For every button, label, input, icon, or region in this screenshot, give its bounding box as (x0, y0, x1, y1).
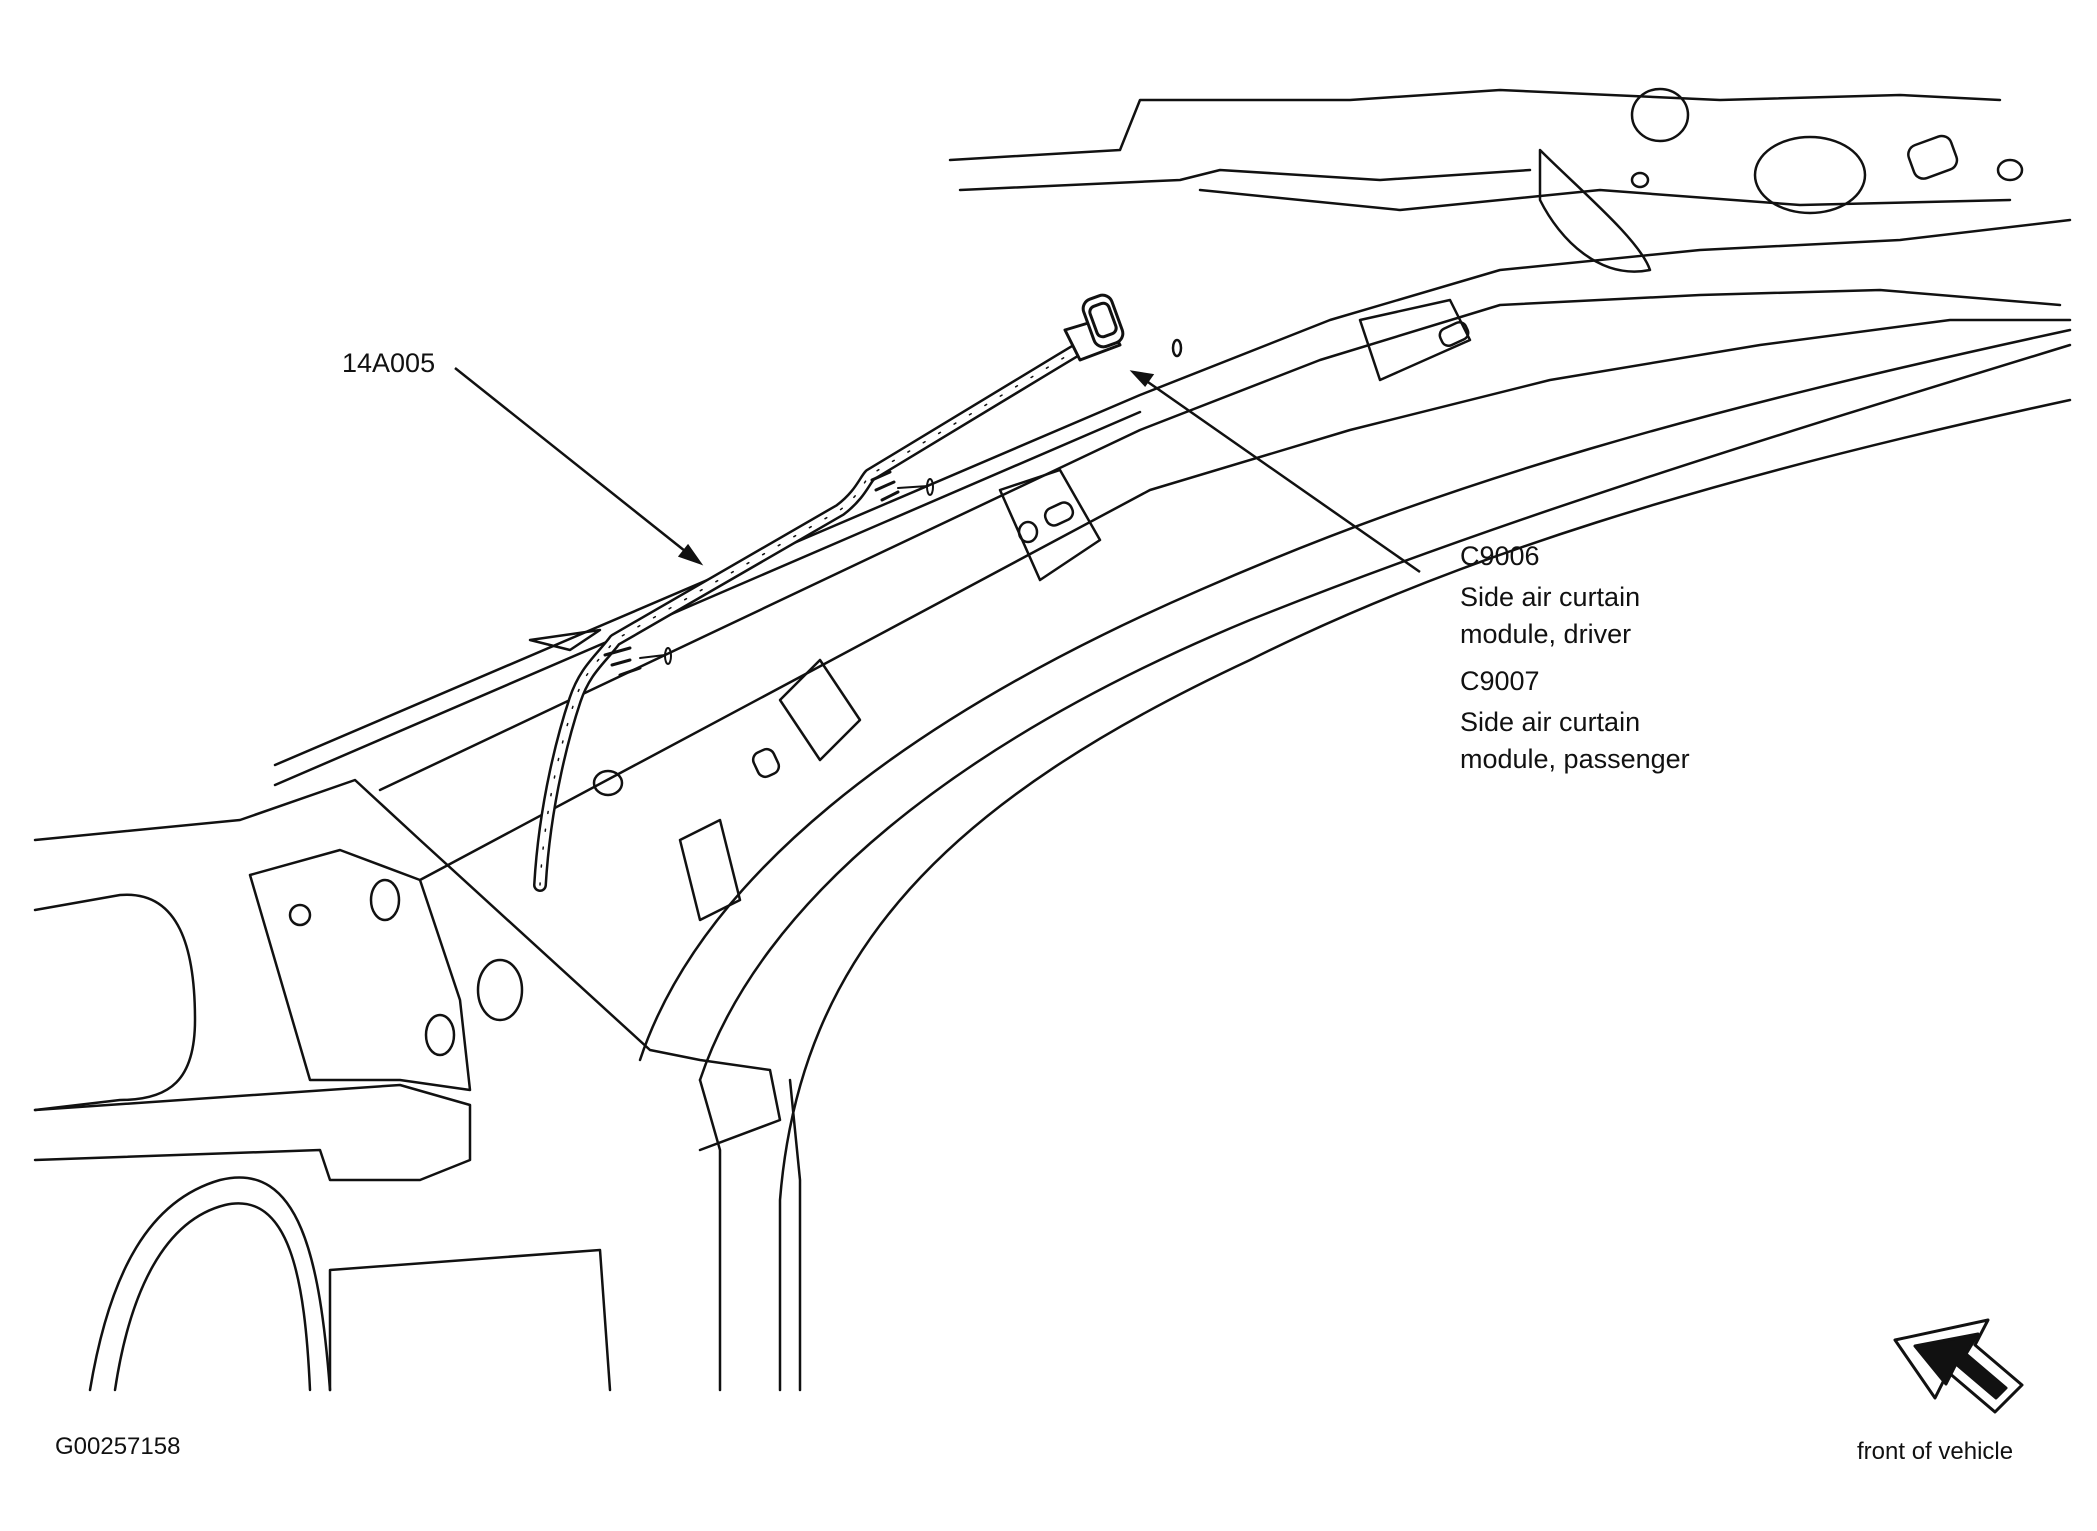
pillar-hole-1 (1017, 520, 1039, 544)
upper-hole-2 (1753, 135, 1867, 215)
lower-arch (88, 1176, 332, 1392)
pillar-hole-2 (592, 769, 624, 797)
leader-14A005-arrowhead (677, 543, 704, 566)
headliner-edge (418, 318, 2072, 882)
connector-c9006 (1063, 293, 1125, 362)
upper-hole-3 (1907, 134, 1959, 180)
leader-lines (454, 367, 1421, 574)
front-of-vehicle-label: front of vehicle (1857, 1438, 2014, 1465)
upper-rear-structure-3 (1198, 188, 2012, 212)
pillar-bracket-2 (778, 658, 862, 762)
upper-hole-4 (1996, 158, 2024, 182)
connector-passenger-code: C9007 (1460, 666, 1540, 696)
pillar-slot-1 (1043, 501, 1075, 527)
front-direction-arrow-icon (1893, 1318, 2024, 1414)
bracket-hole-4 (424, 1013, 456, 1057)
connector-driver-code: C9006 (1460, 541, 1540, 571)
pillar-slot-2 (751, 747, 781, 779)
windshield-opening (778, 398, 2072, 1392)
harness-14A005 (533, 338, 1092, 892)
connector-driver-desc-2: module, driver (1460, 619, 1632, 649)
quarter-panel-lower (33, 1083, 472, 1182)
a-pillar-rear (698, 343, 2072, 1082)
harness-clip-2 (870, 470, 900, 502)
upper-rear-structure (948, 88, 2002, 162)
door-frame-line (698, 1078, 722, 1392)
pillar-hole-3 (1171, 338, 1183, 358)
connector-passenger-desc-1: Side air curtain (1460, 707, 1641, 737)
leader-14A005 (454, 367, 691, 556)
upper-rear-structure-2 (958, 168, 1532, 192)
leader-C9006-arrowhead (1129, 370, 1155, 387)
roof-rail-inner (378, 288, 2062, 792)
a-pillar-front (638, 328, 2072, 1062)
upper-hole-1 (1630, 87, 1690, 143)
lower-divider (328, 1248, 612, 1392)
bracket-hole-1 (288, 903, 312, 927)
upper-bracket (1538, 148, 1652, 273)
pillar-slot-3 (1438, 320, 1470, 348)
harness-clip-1 (603, 646, 642, 677)
figure-id: G00257158 (55, 1433, 181, 1460)
quarter-panel-outline (33, 778, 782, 1152)
upper-hole-5 (1630, 171, 1650, 189)
pad-patch (528, 628, 602, 652)
bracket-hole-2 (369, 878, 401, 922)
roof-rail-lower (273, 410, 1142, 787)
pillar-bracket-3 (678, 818, 742, 922)
bracket-plate (248, 848, 472, 1092)
lower-arch-inner (113, 1202, 312, 1392)
quarter-panel-box (33, 893, 197, 1112)
connector-driver-desc-1: Side air curtain (1460, 582, 1641, 612)
leader-C9006 (1144, 378, 1421, 574)
pillar-bracket-4 (1358, 298, 1472, 382)
roof-rail-outline (273, 218, 2072, 767)
harness-part-label: 14A005 (342, 348, 436, 378)
pillar-bracket-1 (998, 468, 1102, 582)
bracket-hole-3 (476, 958, 524, 1022)
door-frame-line-2 (788, 1078, 802, 1392)
connector-passenger-desc-2: module, passenger (1460, 744, 1690, 774)
